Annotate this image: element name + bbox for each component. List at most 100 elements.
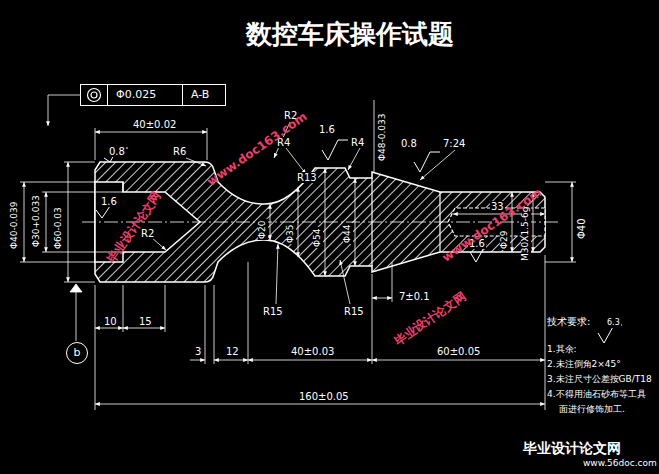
datum-letter: b — [74, 347, 81, 359]
dimension-text: 7±0.1 — [398, 291, 431, 302]
dimension-lines — [355, 178, 356, 266]
radius-text: R15 — [343, 306, 365, 317]
dimension-lines — [95, 128, 96, 160]
dimension-text: 160±0.05 — [298, 391, 350, 402]
note-text: 4.不得用油石砂布等工具 — [546, 390, 647, 400]
radius-text: R6 — [172, 146, 187, 157]
dimension-lines — [165, 285, 166, 332]
roughness-value: 0.8 — [400, 138, 418, 149]
dimension-lines — [68, 162, 69, 282]
dimension-lines — [372, 298, 392, 299]
dimension-lines — [95, 285, 96, 410]
concentricity-symbol — [86, 87, 102, 103]
watermark: www.doc163.com — [205, 110, 310, 189]
dimension-text: Φ29 — [500, 229, 510, 250]
leader-lines — [340, 260, 350, 304]
dimension-lines — [123, 285, 124, 332]
frame-cell — [81, 85, 107, 105]
dimension-lines — [20, 182, 95, 183]
radius-text: R13 — [296, 172, 318, 183]
dimension-text: Φ44 — [343, 223, 353, 244]
leader-lines — [286, 148, 306, 174]
note-text: 面进行修饰加工. — [558, 405, 626, 415]
dimension-lines — [545, 255, 546, 410]
tolerance-text: A-B — [191, 88, 209, 101]
dimension-lines — [20, 100, 576, 410]
dimension-text: 60±0.05 — [436, 346, 481, 357]
datum-symbol: b — [66, 342, 88, 364]
dimension-text: 3 — [194, 346, 202, 357]
sheet-title: 数控车床操作试题 — [210, 20, 490, 49]
dimension-lines — [372, 274, 373, 364]
roughness-value: 0.8 — [108, 146, 126, 157]
dimension-lines — [64, 162, 95, 163]
tolerance-frame: Φ0.025 A-B — [80, 84, 226, 106]
note-text: 2.未注倒角2×45° — [546, 360, 622, 370]
dimension-text: 40±0.02 — [132, 119, 177, 130]
dimension-text: Φ60-0.03 — [54, 206, 64, 250]
dimension-lines — [95, 404, 545, 405]
dimension-lines — [392, 262, 393, 302]
dimension-lines — [95, 132, 207, 133]
dimension-lines — [298, 187, 299, 257]
tolerance-text: Φ0.025 — [116, 88, 156, 101]
dimension-text: Φ30+0.033 — [32, 194, 42, 248]
note-text: 3.未注尺寸公差按GB/T18 — [546, 375, 653, 385]
leader-lines — [186, 158, 206, 166]
leader-lines — [152, 238, 166, 250]
dimension-lines — [545, 262, 576, 263]
note-text: 1.其余: — [546, 345, 578, 355]
dimension-text: Φ54 — [313, 227, 323, 248]
dimension-lines — [270, 204, 271, 240]
dimension-text: 15 — [138, 316, 153, 327]
roughness-value: 6.3 — [606, 319, 621, 328]
dimension-lines — [46, 192, 47, 252]
leader-lines — [70, 284, 82, 292]
dimension-lines — [374, 100, 375, 172]
leader-lines — [420, 150, 455, 180]
dimension-text: 12 — [225, 346, 240, 357]
frame-cell: A-B — [182, 85, 225, 105]
roughness-value: 1.6 — [318, 124, 336, 135]
dimension-text: Φ20 — [258, 219, 268, 240]
roughness-symbols — [414, 152, 440, 172]
dimension-text: 10 — [103, 316, 118, 327]
thread-text: M30X1.5-6g — [521, 206, 531, 262]
concentricity-symbol — [91, 92, 97, 98]
dimension-lines — [572, 182, 573, 262]
dimension-text: 40±0.03 — [290, 346, 335, 357]
watermark: www.56doc.com — [582, 459, 658, 469]
part-section — [123, 182, 124, 192]
roughness-value: 1.6 — [100, 196, 118, 207]
radius-text: R2 — [140, 228, 155, 239]
note-heading: 技术要求: — [546, 316, 591, 327]
dimension-lines — [24, 182, 25, 262]
dimension-lines — [95, 328, 123, 329]
leader-lines — [48, 95, 455, 341]
leader-lines — [348, 148, 360, 170]
dimension-lines — [248, 360, 372, 361]
dimension-lines — [20, 262, 95, 263]
dimension-lines — [325, 168, 326, 276]
leader-lines — [276, 244, 278, 304]
roughness-symbols — [322, 140, 348, 160]
dimension-lines — [214, 285, 215, 364]
dimension-lines — [248, 262, 249, 364]
concentricity-symbol — [88, 89, 101, 102]
dimension-lines — [372, 360, 545, 361]
radius-text: R4 — [350, 137, 365, 148]
dimension-lines — [64, 282, 95, 283]
dimension-lines — [123, 328, 165, 329]
dimension-text: Φ40 — [576, 217, 587, 240]
dimension-text: Φ48-0.033 — [378, 112, 388, 162]
frame-cell: Φ0.025 — [107, 85, 182, 105]
roughness-symbols — [96, 206, 110, 218]
roughness-symbols — [96, 140, 622, 343]
taper-text: 7:24 — [442, 138, 466, 149]
dimension-lines — [42, 192, 123, 193]
dimension-lines — [207, 128, 208, 160]
dimension-lines — [205, 285, 206, 364]
leader-lines — [76, 292, 77, 341]
